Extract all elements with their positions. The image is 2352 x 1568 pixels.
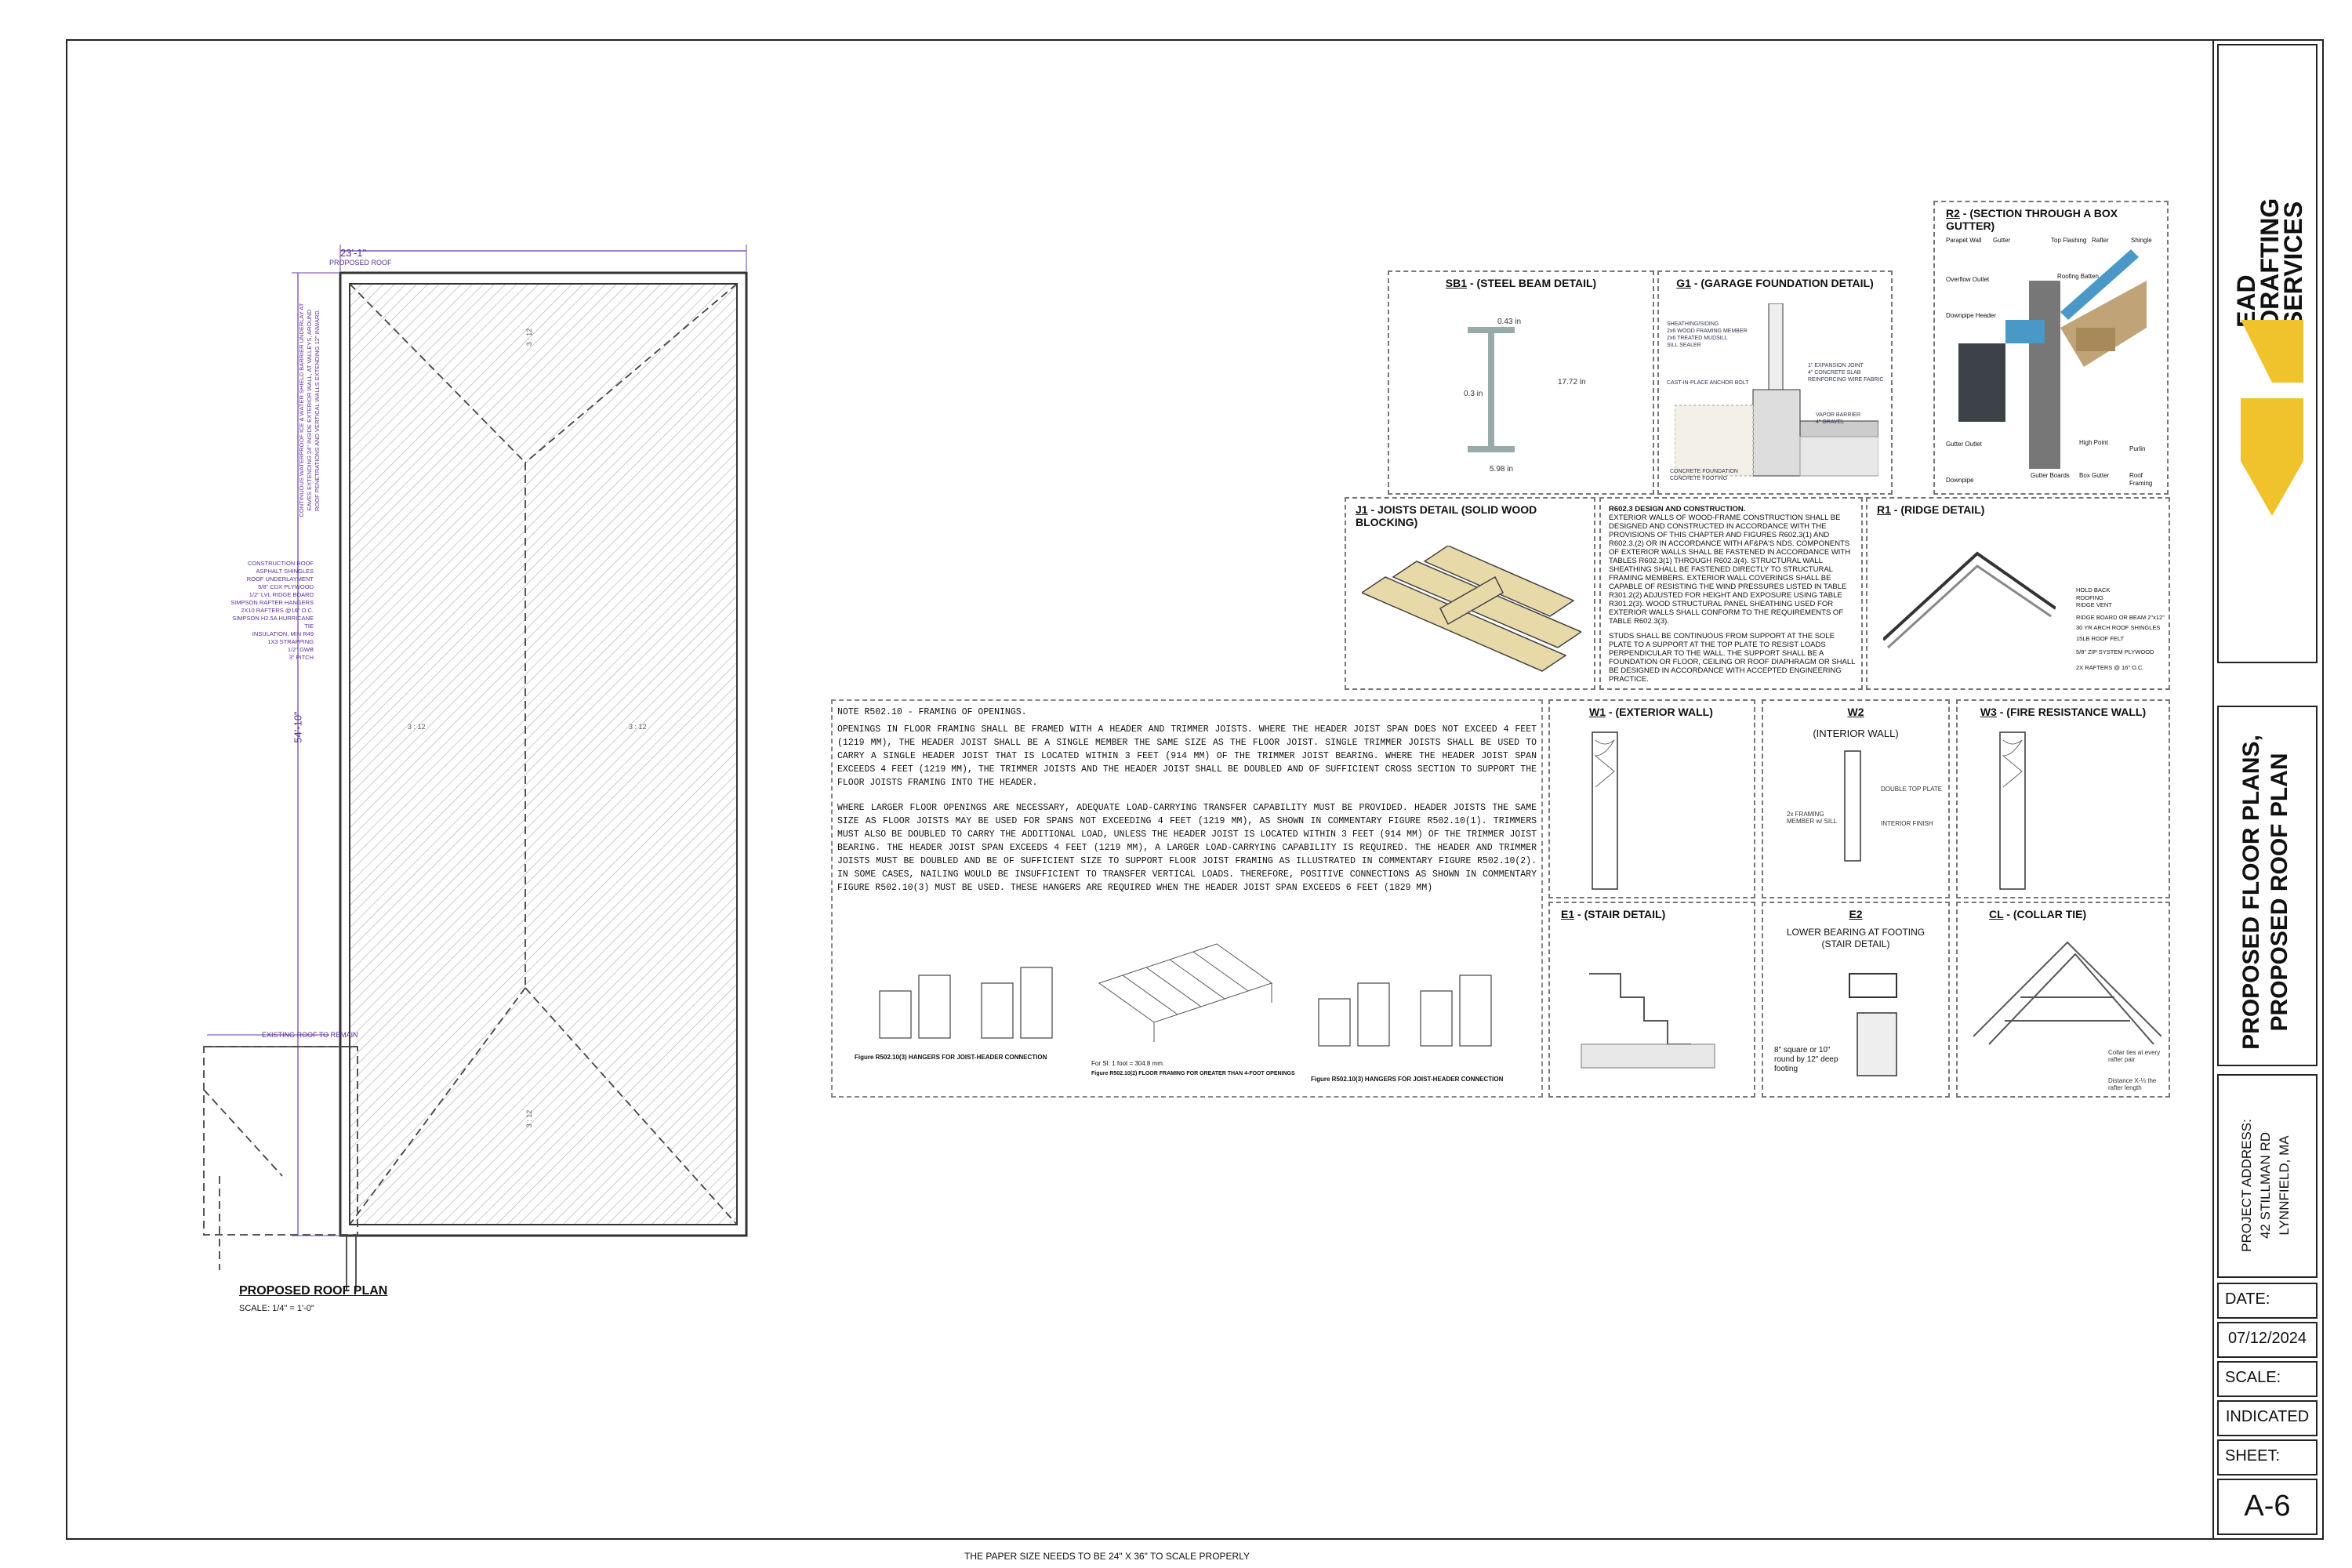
dim-width-label: 23'-1" bbox=[340, 247, 367, 259]
r2-code: R2 bbox=[1946, 207, 1960, 220]
company-logo bbox=[2241, 320, 2303, 516]
slope-label-top: 3 : 12 bbox=[525, 328, 533, 347]
scale-value: INDICATED bbox=[2217, 1400, 2318, 1436]
dim-height-label: 54'-10" bbox=[292, 711, 304, 743]
r1-code: R1 bbox=[1877, 503, 1891, 516]
note-r502-heading: NOTE R502.10 - FRAMING OF OPENINGS. bbox=[837, 707, 1027, 717]
eave-note: CONTINUOUS WATERPROOF ICE & WATER SHIELD… bbox=[298, 303, 321, 517]
e1-title: - (STAIR DETAIL) bbox=[1574, 908, 1666, 920]
stair-icon bbox=[1581, 973, 1715, 1069]
sheet-label: SHEET: bbox=[2217, 1439, 2318, 1475]
footer-note: THE PAPER SIZE NEEDS TO BE 24" X 36" TO … bbox=[964, 1551, 1250, 1562]
w3-code: W3 bbox=[1980, 706, 1997, 718]
date-label: DATE: bbox=[2217, 1283, 2318, 1319]
r602-body2: STUDS SHALL BE CONTINUOUS FROM SUPPORT A… bbox=[1609, 632, 1856, 684]
hip-lines bbox=[349, 283, 738, 1225]
sb1-code: SB1 bbox=[1445, 277, 1468, 289]
company-name: EAD DRAFTING SERVICES bbox=[2232, 198, 2307, 328]
fig2-caption: Figure R502.10(2) FLOOR FRAMING FOR GREA… bbox=[1091, 1071, 1295, 1076]
note-r502-p2: WHERE LARGER FLOOR OPENINGS ARE NECESSAR… bbox=[837, 803, 1537, 893]
sheet-number: A-6 bbox=[2217, 1479, 2318, 1535]
hanger-figure-1 bbox=[879, 967, 1053, 1039]
roof-outline bbox=[339, 271, 748, 1237]
cl-title: - (COLLAR TIE) bbox=[2003, 908, 2087, 920]
fig2-si: For SI: 1 foot = 304.8 mm. bbox=[1091, 1060, 1165, 1067]
scale-label: SCALE: bbox=[2217, 1361, 2318, 1397]
w3-title: - (FIRE RESISTANCE WALL) bbox=[1996, 706, 2147, 718]
r602-heading: R602.3 DESIGN AND CONSTRUCTION. bbox=[1609, 505, 1746, 514]
w1-code: W1 bbox=[1589, 706, 1606, 718]
g1-code: G1 bbox=[1676, 277, 1691, 289]
j1-title: - JOISTS DETAIL (SOLID WOOD BLOCKING) bbox=[1356, 503, 1537, 528]
fig1-caption: Figure R502.10(3) HANGERS FOR JOIST-HEAD… bbox=[855, 1054, 1047, 1061]
existing-roof bbox=[203, 1046, 358, 1290]
slope-label-bottom: 3 : 12 bbox=[525, 1109, 533, 1128]
cl-code: CL bbox=[1989, 908, 2004, 920]
w2-code: W2 bbox=[1847, 706, 1864, 718]
steel-beam-icon bbox=[1468, 327, 1515, 452]
e2-title-1: LOWER BEARING AT FOOTING bbox=[1786, 927, 1926, 938]
floor-framing-figure bbox=[1098, 943, 1273, 1042]
sb1-title: - (STEEL BEAM DETAIL) bbox=[1467, 277, 1597, 289]
roof-plan-title: PROPOSED ROOF PLAN bbox=[239, 1284, 388, 1298]
joists-icon bbox=[1362, 546, 1581, 672]
roof-plan-drawing bbox=[203, 245, 748, 1290]
g1-title: - (GARAGE FOUNDATION DETAIL) bbox=[1690, 277, 1874, 289]
detail-e1: E1 - (STAIR DETAIL) bbox=[1548, 902, 1755, 1098]
detail-r2: R2 - (SECTION THROUGH A BOX GUTTER) Para… bbox=[1933, 201, 2169, 495]
e1-code: E1 bbox=[1561, 908, 1575, 920]
existing-roof-label: EXISTING ROOF TO REMAIN bbox=[262, 1031, 358, 1039]
detail-cl: CL - (COLLAR TIE) Collar ties at every r… bbox=[1956, 902, 2170, 1098]
project-address: PROJECT ADDRESS: 42 STILLMAN RD LYNNFIEL… bbox=[2239, 1119, 2292, 1252]
roof-hatch bbox=[349, 283, 738, 1225]
sheet-border bbox=[66, 39, 2324, 1540]
slope-label-right: 3 : 12 bbox=[629, 723, 647, 731]
date-value: 07/12/2024 bbox=[2217, 1322, 2318, 1358]
detail-e2: E2 LOWER BEARING AT FOOTING (STAIR DETAI… bbox=[1762, 902, 1950, 1098]
address-box: PROJECT ADDRESS: 42 STILLMAN RD LYNNFIEL… bbox=[2217, 1074, 2318, 1278]
detail-j1: J1 - JOISTS DETAIL (SOLID WOOD BLOCKING) bbox=[1345, 497, 1595, 690]
slope-label-left: 3 : 12 bbox=[408, 723, 426, 731]
title-block bbox=[2212, 41, 2324, 1538]
r602-body: EXTERIOR WALLS OF WOOD-FRAME CONSTRUCTIO… bbox=[1609, 514, 1851, 626]
footing-icon bbox=[1849, 973, 1897, 1076]
w2-title: (INTERIOR WALL) bbox=[1813, 728, 1899, 739]
detail-sb1: SB1 - (STEEL BEAM DETAIL) 0.43 in 0.3 in… bbox=[1388, 270, 1654, 495]
hanger-figure-2 bbox=[1318, 975, 1492, 1047]
collar-tie-icon bbox=[1973, 941, 2161, 1045]
note-r502: NOTE R502.10 - FRAMING OF OPENINGS. OPEN… bbox=[831, 699, 1543, 1098]
note-r502-p1: OPENINGS IN FLOOR FRAMING SHALL BE FRAME… bbox=[837, 724, 1537, 788]
fire-wall-icon bbox=[1999, 731, 2026, 890]
sheet-title-box: PROPOSED FLOOR PLANS, PROPOSED ROOF PLAN bbox=[2217, 706, 2318, 1066]
j1-code: J1 bbox=[1356, 503, 1368, 516]
fig3-caption: Figure R502.10(3) HANGERS FOR JOIST-HEAD… bbox=[1311, 1076, 1504, 1083]
r1-title: - (RIDGE DETAIL) bbox=[1890, 503, 1985, 516]
w1-title: - (EXTERIOR WALL) bbox=[1606, 706, 1713, 718]
detail-r602: R602.3 DESIGN AND CONSTRUCTION. EXTERIOR… bbox=[1599, 497, 1863, 690]
r2-title: - (SECTION THROUGH A BOX GUTTER) bbox=[1946, 207, 2118, 232]
detail-w3: W3 - (FIRE RESISTANCE WALL) bbox=[1956, 699, 2170, 898]
foundation-icon bbox=[1675, 303, 1878, 477]
e2-code: E2 bbox=[1849, 908, 1863, 920]
detail-w1: W1 - (EXTERIOR WALL) bbox=[1548, 699, 1755, 898]
construction-notes: CONSTRUCTION ROOF ASPHALT SHINGLES ROOF … bbox=[230, 560, 314, 661]
detail-w2: W2 (INTERIOR WALL) DOUBLE TOP PLATE 2x F… bbox=[1762, 699, 1950, 898]
company-box: EAD DRAFTING SERVICES bbox=[2217, 44, 2318, 663]
detail-g1: G1 - (GARAGE FOUNDATION DETAIL) SHEATHIN… bbox=[1657, 270, 1893, 495]
interior-wall-icon bbox=[1844, 750, 1861, 862]
sheet-title: PROPOSED FLOOR PLANS, PROPOSED ROOF PLAN bbox=[2238, 735, 2292, 1050]
e2-note: 8" square or 10" round by 12" deep footi… bbox=[1774, 1046, 1838, 1073]
roof-plan-scale: SCALE: 1/4" = 1'-0" bbox=[239, 1304, 314, 1313]
ridge-icon bbox=[1883, 551, 2056, 649]
box-gutter-icon bbox=[1958, 249, 2147, 469]
e2-title-2: (STAIR DETAIL) bbox=[1821, 938, 1890, 949]
exterior-wall-icon bbox=[1592, 731, 1618, 890]
proposed-roof-label: PROPOSED ROOF bbox=[329, 259, 392, 267]
